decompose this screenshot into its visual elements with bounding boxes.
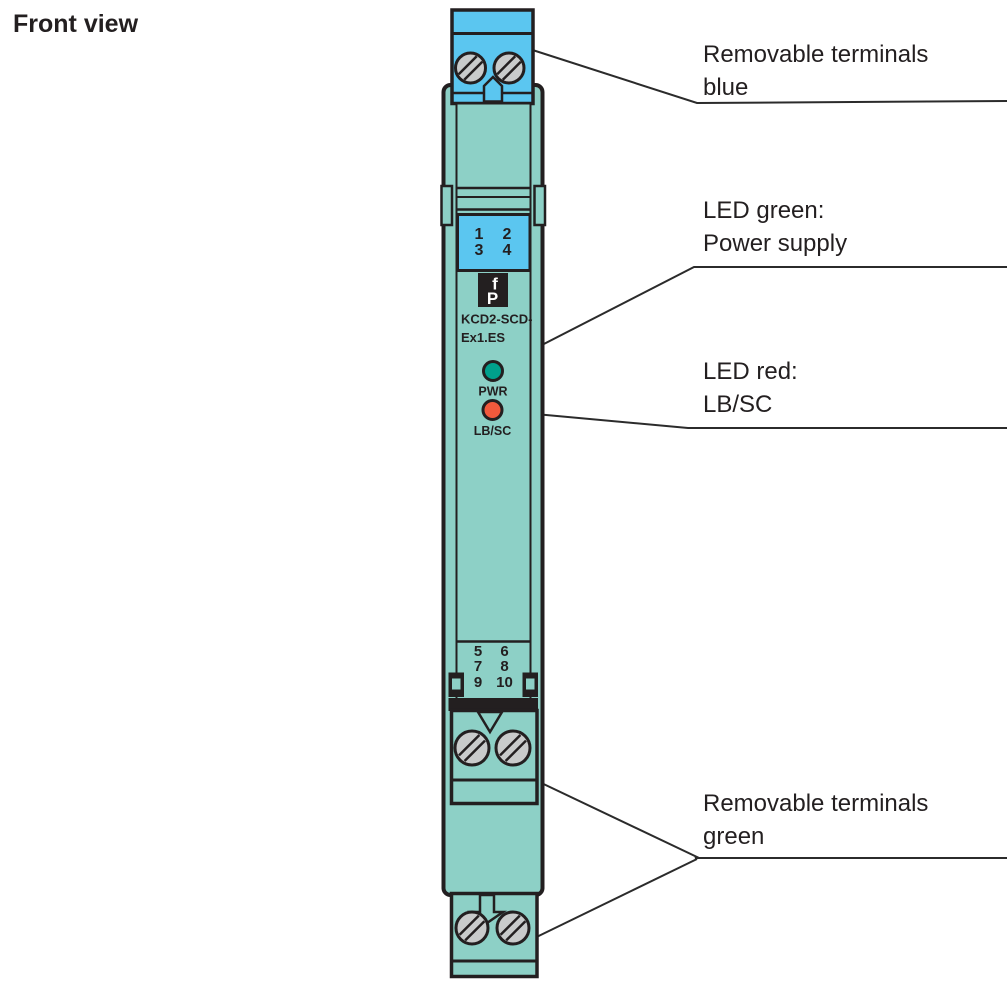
- terminal-numbers-bottom: 5 6 7 8 9 10: [474, 643, 513, 691]
- page-title: Front view: [13, 10, 139, 38]
- terminal-number: 3: [475, 242, 484, 259]
- pwr-led-label: PWR: [478, 385, 507, 399]
- pepperl-fuchs-logo-glyph: f P: [487, 275, 498, 309]
- screw-icon: [454, 910, 490, 946]
- blue-terminal-top: [450, 8, 535, 106]
- leader-line-led-red: [501, 410, 1007, 429]
- latch-clip-left: [448, 672, 464, 697]
- leader-line-blue-terminals: [516, 44, 1007, 105]
- screw-icon: [495, 910, 531, 946]
- annotation-led-red: LED red: LB/SC: [703, 355, 798, 421]
- annotation-line: LB/SC: [703, 391, 773, 418]
- latch-clip-right: [522, 672, 538, 697]
- screw-icon: [454, 51, 487, 85]
- model-line-2: Ex1.ES: [461, 330, 505, 345]
- annotation-removable-terminals-blue: Removable terminals blue: [703, 38, 928, 104]
- release-notch: [482, 75, 504, 103]
- annotation-line: LED red:: [703, 358, 798, 385]
- annotation-line: LED green:: [703, 197, 825, 224]
- terminal-number: 10: [496, 674, 513, 691]
- latch-slot-right: [533, 184, 547, 227]
- leader-line-green-terminal-upper: [511, 768, 1007, 859]
- svg-text:P: P: [487, 289, 498, 308]
- fault-led-red: [481, 399, 504, 421]
- model-label: KCD2-SCD- Ex1.ES: [461, 312, 533, 346]
- leader-lines: [500, 44, 1007, 948]
- annotation-line: green: [703, 823, 765, 850]
- annotation-led-green: LED green: Power supply: [703, 194, 847, 260]
- terminal-number: 4: [503, 242, 512, 259]
- annotation-removable-terminals-green: Removable terminals green: [703, 787, 928, 853]
- annotation-line: blue: [703, 74, 749, 101]
- terminal-numbers-top: 1 2 3 4: [475, 226, 512, 259]
- terminal-number: 6: [500, 643, 508, 660]
- terminal-number: 8: [500, 658, 508, 675]
- green-terminal-lower: [449, 891, 539, 979]
- release-notch: [475, 710, 505, 735]
- leader-line-green-terminal-lower: [515, 858, 698, 948]
- terminal-socket-bar: [448, 698, 538, 711]
- terminal-number: 1: [475, 226, 484, 243]
- model-line-1: KCD2-SCD-: [461, 312, 533, 327]
- power-led-green: [482, 360, 504, 382]
- terminal-number: 9: [474, 674, 482, 691]
- terminal-number-box-top: [456, 213, 532, 272]
- green-terminal-upper: [449, 708, 539, 806]
- pepperl-fuchs-logo: [478, 273, 508, 307]
- terminal-number: 7: [474, 658, 482, 675]
- annotation-line: Removable terminals: [703, 41, 929, 68]
- screw-icon: [492, 51, 526, 85]
- annotation-line: Removable terminals: [703, 790, 929, 817]
- screw-icon: [494, 729, 532, 767]
- terminal-number: 5: [474, 643, 482, 660]
- latch-slot-left: [440, 184, 454, 227]
- svg-text:f: f: [492, 275, 498, 294]
- lbsc-led-label: LB/SC: [474, 424, 512, 438]
- terminal-number: 2: [503, 226, 512, 243]
- screw-icon: [453, 729, 491, 767]
- annotation-line: Power supply: [703, 230, 848, 257]
- leader-line-led-green: [500, 266, 1007, 367]
